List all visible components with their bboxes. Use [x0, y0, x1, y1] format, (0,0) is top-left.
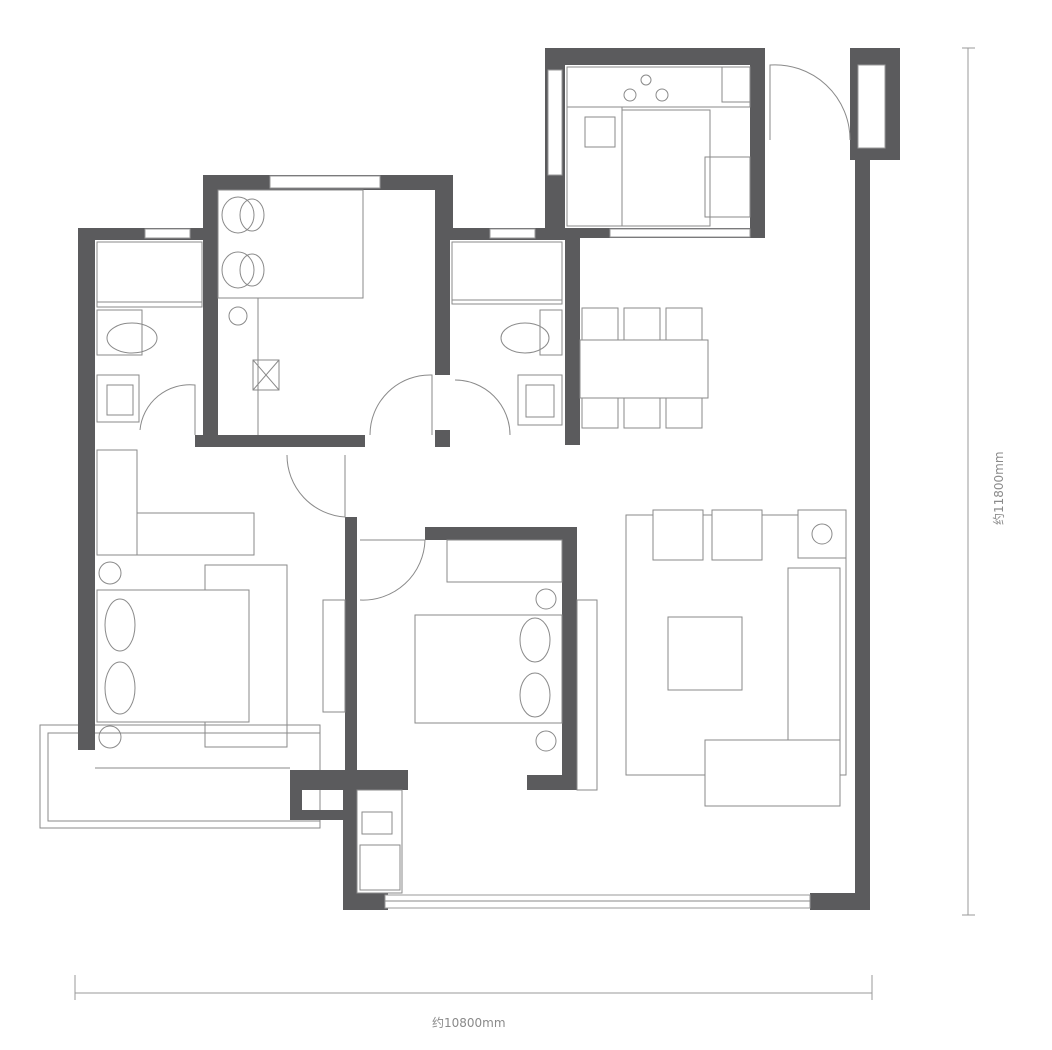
doors	[139, 64, 851, 601]
windows	[144, 64, 886, 909]
middle-bathroom	[451, 241, 563, 426]
kitchen-fixtures	[566, 66, 751, 227]
left-bathroom	[96, 241, 203, 423]
height-dimension-label: 约11800mm	[991, 451, 1006, 525]
left-bedroom-furniture	[95, 449, 346, 769]
living-room-furniture	[625, 509, 847, 807]
width-dimension-label: 约10800mm	[432, 1015, 506, 1030]
utility-fixtures	[356, 789, 403, 894]
dining-table	[579, 307, 709, 429]
height-dimension-line	[962, 47, 975, 916]
top-bedroom-furniture	[217, 189, 364, 435]
width-dimension-line	[74, 975, 873, 1000]
middle-bedroom-furniture	[414, 539, 598, 791]
